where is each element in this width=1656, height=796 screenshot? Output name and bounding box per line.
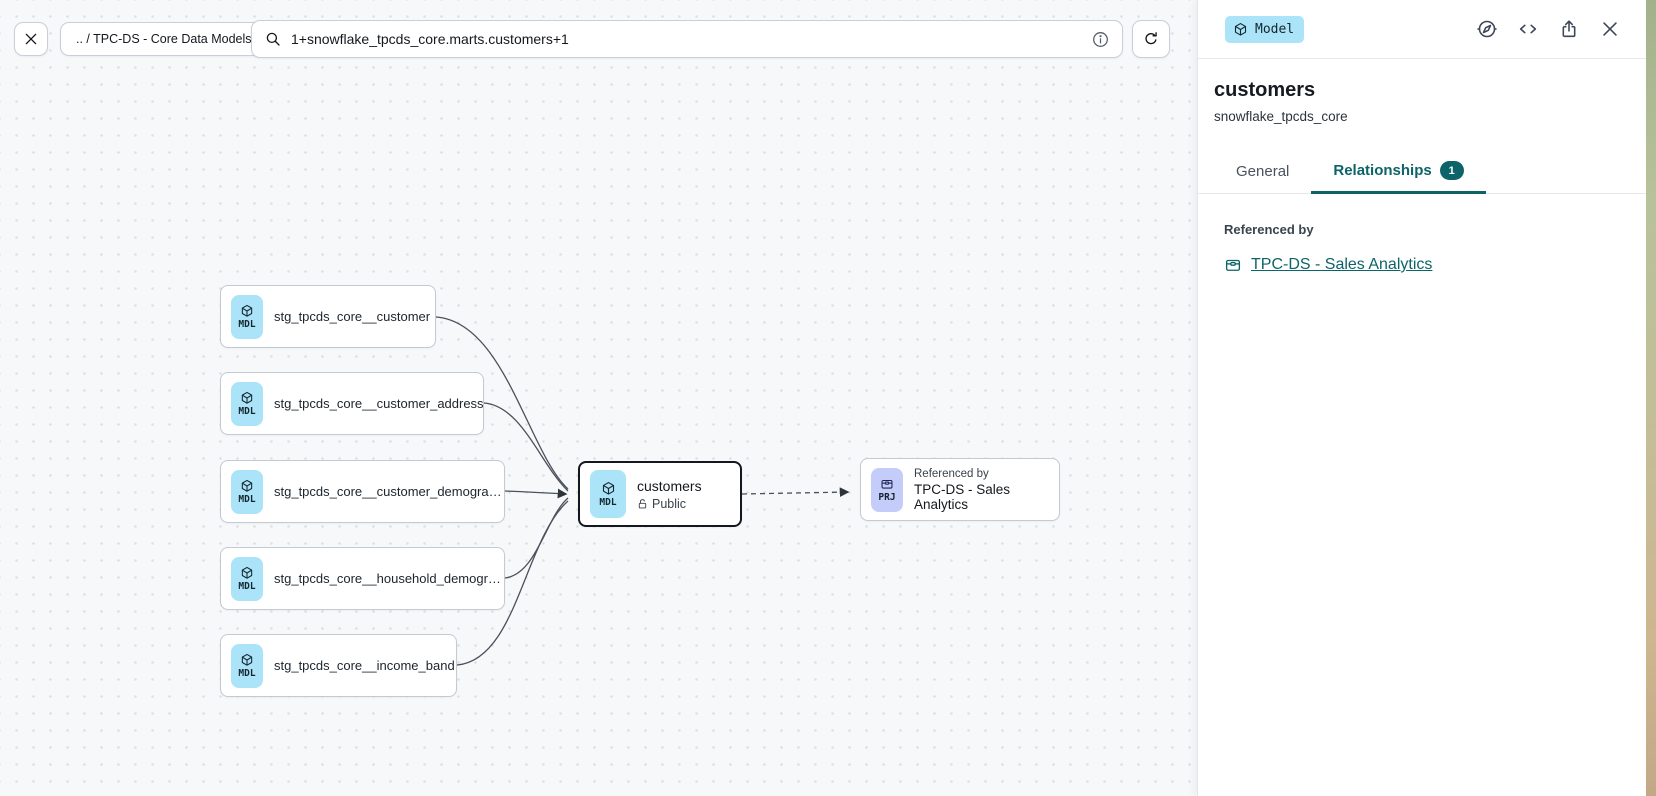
close-panel-icon[interactable]: [1596, 15, 1624, 43]
tab-relationships[interactable]: Relationships 1: [1311, 150, 1486, 194]
close-lineage-button[interactable]: [14, 22, 48, 56]
node-label: stg_tpcds_core__household_demogr…: [274, 571, 501, 586]
model-type-badge: Model: [1225, 15, 1305, 43]
cube-icon: [240, 304, 254, 318]
share-icon[interactable]: [1555, 15, 1583, 43]
code-icon[interactable]: [1514, 15, 1542, 43]
cube-icon: [240, 391, 254, 405]
panel-tabs: General Relationships 1: [1198, 150, 1646, 194]
model-node-stg-income-band[interactable]: MDL stg_tpcds_core__income_band: [220, 634, 457, 697]
cube-icon: [240, 653, 254, 667]
node-title: customers: [637, 477, 702, 494]
info-icon[interactable]: [1091, 30, 1110, 49]
node-kicker: Referenced by: [914, 467, 989, 480]
model-badge: MDL: [231, 643, 263, 688]
node-label: stg_tpcds_core__customer_demogra…: [274, 484, 502, 499]
relationships-count-badge: 1: [1439, 161, 1464, 180]
refresh-icon: [1142, 30, 1160, 48]
detail-panel: Model customers snowflake_tpcds_core Gen…: [1197, 0, 1646, 796]
node-label: stg_tpcds_core__income_band: [274, 658, 455, 673]
cube-icon: [1233, 22, 1248, 37]
close-icon: [23, 31, 39, 47]
search-icon: [264, 30, 282, 48]
explore-lineage-icon[interactable]: [1473, 15, 1501, 43]
model-node-stg-customer-demographics[interactable]: MDL stg_tpcds_core__customer_demogra…: [220, 460, 505, 523]
desktop-wallpaper-sliver: [1646, 0, 1656, 796]
page-title: customers: [1214, 79, 1316, 101]
archive-icon: [1224, 256, 1242, 274]
referenced-project-link[interactable]: TPC-DS - Sales Analytics: [1251, 256, 1433, 273]
project-badge: PRJ: [871, 467, 903, 512]
model-badge: MDL: [590, 470, 626, 518]
lineage-canvas[interactable]: .. / TPC-DS - Core Data Models MDL stg_t…: [0, 0, 1197, 796]
model-node-stg-customer[interactable]: MDL stg_tpcds_core__customer: [220, 285, 436, 348]
panel-topbar: Model: [1198, 0, 1646, 59]
lock-open-icon: [637, 498, 648, 510]
lineage-edges: [435, 316, 850, 666]
model-badge: MDL: [231, 381, 263, 426]
model-badge: MDL: [231, 469, 263, 514]
model-node-customers-selected[interactable]: MDL customers Public: [578, 461, 742, 527]
panel-header: customers snowflake_tpcds_core: [1198, 59, 1646, 124]
model-badge: MDL: [231, 556, 263, 601]
cube-icon: [601, 481, 616, 496]
tab-general[interactable]: General: [1236, 163, 1290, 180]
search-input[interactable]: [291, 31, 1082, 47]
breadcrumb[interactable]: .. / TPC-DS - Core Data Models: [60, 22, 268, 56]
schema-subtitle: snowflake_tpcds_core: [1214, 109, 1348, 124]
node-title: TPC-DS - Sales Analytics: [914, 481, 1011, 512]
model-node-stg-household-demographics[interactable]: MDL stg_tpcds_core__household_demogr…: [220, 547, 505, 610]
node-visibility: Public: [637, 497, 702, 511]
node-label: stg_tpcds_core__customer: [274, 309, 431, 324]
section-heading: Referenced by: [1224, 222, 1314, 237]
cube-icon: [240, 566, 254, 580]
referenced-project-row[interactable]: TPC-DS - Sales Analytics: [1224, 256, 1620, 274]
lineage-search-bar[interactable]: [251, 20, 1123, 58]
model-node-stg-customer-address[interactable]: MDL stg_tpcds_core__customer_address: [220, 372, 484, 435]
refresh-lineage-button[interactable]: [1132, 20, 1170, 58]
breadcrumb-label: .. / TPC-DS - Core Data Models: [76, 32, 252, 46]
project-node-sales-analytics[interactable]: PRJ Referenced by TPC-DS - Sales Analyti…: [860, 458, 1060, 521]
node-label: stg_tpcds_core__customer_address: [274, 396, 484, 411]
referenced-by-section: Referenced by TPC-DS - Sales Analytics: [1198, 194, 1646, 274]
cube-icon: [240, 479, 254, 493]
model-badge: MDL: [231, 294, 263, 339]
archive-icon: [880, 477, 894, 491]
